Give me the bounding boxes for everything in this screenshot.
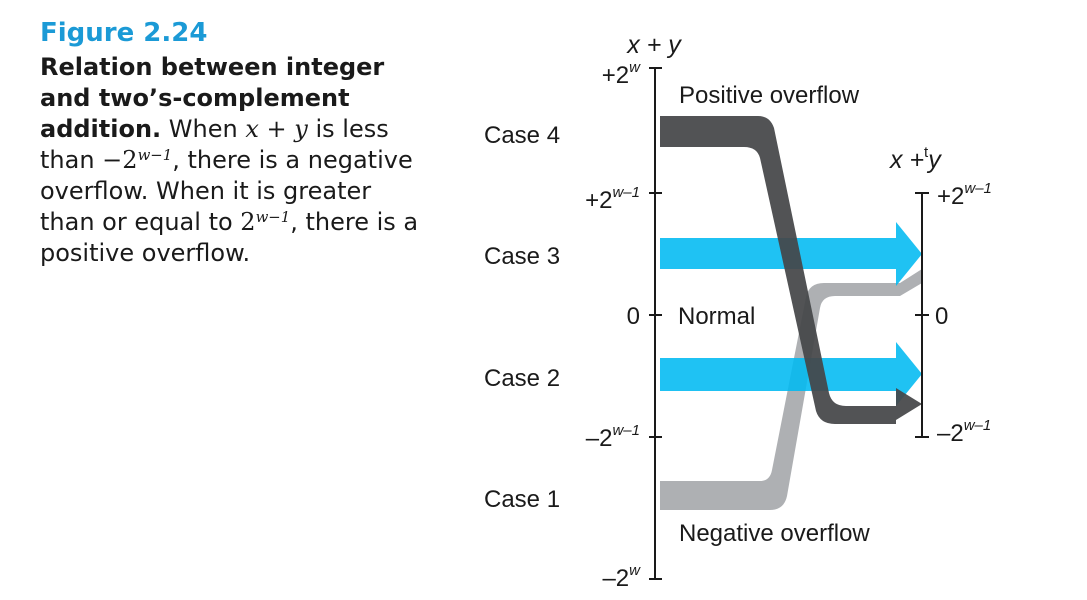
caption-text-4: , there is a positive overflow. bbox=[40, 208, 419, 267]
caption-text-3: , there is a negative overflow. When it … bbox=[40, 146, 413, 236]
caption-title: Relation between integer and two’s-compl… bbox=[40, 53, 385, 143]
left-tick-label: +2w–1 bbox=[585, 184, 640, 214]
right-tick-label: –2w–1 bbox=[937, 417, 991, 447]
positive-overflow-label: Positive overflow bbox=[679, 82, 860, 109]
caption-body: Relation between integer and two’s-compl… bbox=[40, 52, 420, 269]
right-axis-title: x +ty bbox=[889, 144, 942, 174]
caption-text-2: is less than bbox=[40, 115, 389, 174]
case-label: Case 2 bbox=[484, 365, 560, 392]
left-tick-label: 0 bbox=[627, 303, 640, 330]
math-neg-two: −2 bbox=[102, 146, 138, 174]
figure-caption: Figure 2.24 Relation between integer and… bbox=[40, 18, 420, 269]
case4-band bbox=[660, 116, 922, 424]
right-axis-title-base: x + bbox=[889, 146, 924, 174]
left-tick-label: –2w–1 bbox=[586, 422, 640, 452]
left-tick-label: –2w bbox=[602, 562, 641, 592]
figure-label: Figure 2.24 bbox=[40, 18, 208, 48]
math-y: y bbox=[294, 115, 308, 143]
negative-overflow-label: Negative overflow bbox=[679, 520, 870, 547]
case-label: Case 4 bbox=[484, 122, 560, 149]
left-tick-label: +2w bbox=[602, 59, 641, 89]
case-label: Case 3 bbox=[484, 243, 560, 270]
right-tick-label: 0 bbox=[935, 303, 948, 330]
case2-band bbox=[660, 342, 922, 406]
caption-text-1: When bbox=[161, 115, 246, 143]
math-plus: + bbox=[258, 115, 295, 143]
normal-label: Normal bbox=[678, 303, 755, 330]
case-label: Case 1 bbox=[484, 486, 560, 513]
right-axis-title-sup: t bbox=[924, 144, 929, 161]
left-axis-title: x + y bbox=[626, 31, 682, 59]
math-exponent-2: w−1 bbox=[255, 207, 291, 226]
right-axis-title-end: y bbox=[926, 146, 942, 174]
right-tick-label: +2w–1 bbox=[937, 180, 992, 210]
math-x: x bbox=[245, 115, 259, 143]
math-two: 2 bbox=[240, 208, 256, 236]
math-exponent-1: w−1 bbox=[137, 145, 173, 164]
